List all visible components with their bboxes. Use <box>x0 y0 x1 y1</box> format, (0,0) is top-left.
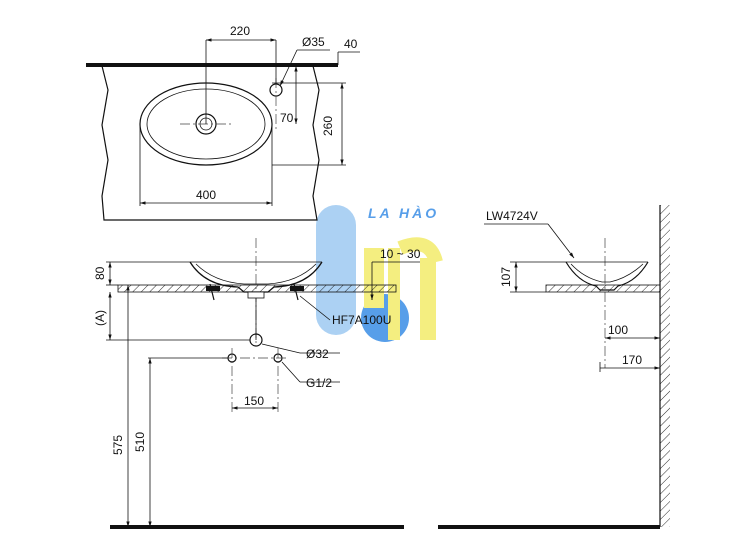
watermark-text: LA HÀO <box>368 205 439 221</box>
dim-220: 220 <box>230 24 250 38</box>
dim-70: 70 <box>280 111 294 125</box>
side-view: LW4724V 107 100 170 <box>438 205 670 529</box>
dim-107: 107 <box>499 267 513 287</box>
dim-100: 100 <box>608 323 628 337</box>
dim-dia35: Ø35 <box>302 35 325 49</box>
dim-510: 510 <box>133 432 147 452</box>
dim-575: 575 <box>111 435 125 455</box>
front-view: 80 (A) 10 ~ 30 HF7A100U Ø32 G1/2 150 575 <box>93 238 421 529</box>
dim-g12: G1/2 <box>306 376 332 390</box>
dim-260: 260 <box>321 116 335 136</box>
dim-dia32: Ø32 <box>306 347 329 361</box>
dim-A: (A) <box>93 310 107 326</box>
dim-10-30: 10 ~ 30 <box>380 247 421 261</box>
dim-170: 170 <box>622 353 642 367</box>
dim-400: 400 <box>196 188 216 202</box>
dim-40: 40 <box>344 37 358 51</box>
wall-hatch <box>660 205 670 527</box>
dim-80: 80 <box>93 266 107 280</box>
counter-slab <box>117 284 397 293</box>
label-lw4724v: LW4724V <box>486 209 538 223</box>
label-hf7a100u: HF7A100U <box>332 313 391 327</box>
counter-outline <box>101 65 320 221</box>
side-counter-slab <box>545 284 661 293</box>
watermark-logo: LA HÀO <box>316 205 443 342</box>
top-view: 220 Ø35 40 70 260 400 <box>86 24 360 221</box>
dim-150: 150 <box>244 394 264 408</box>
